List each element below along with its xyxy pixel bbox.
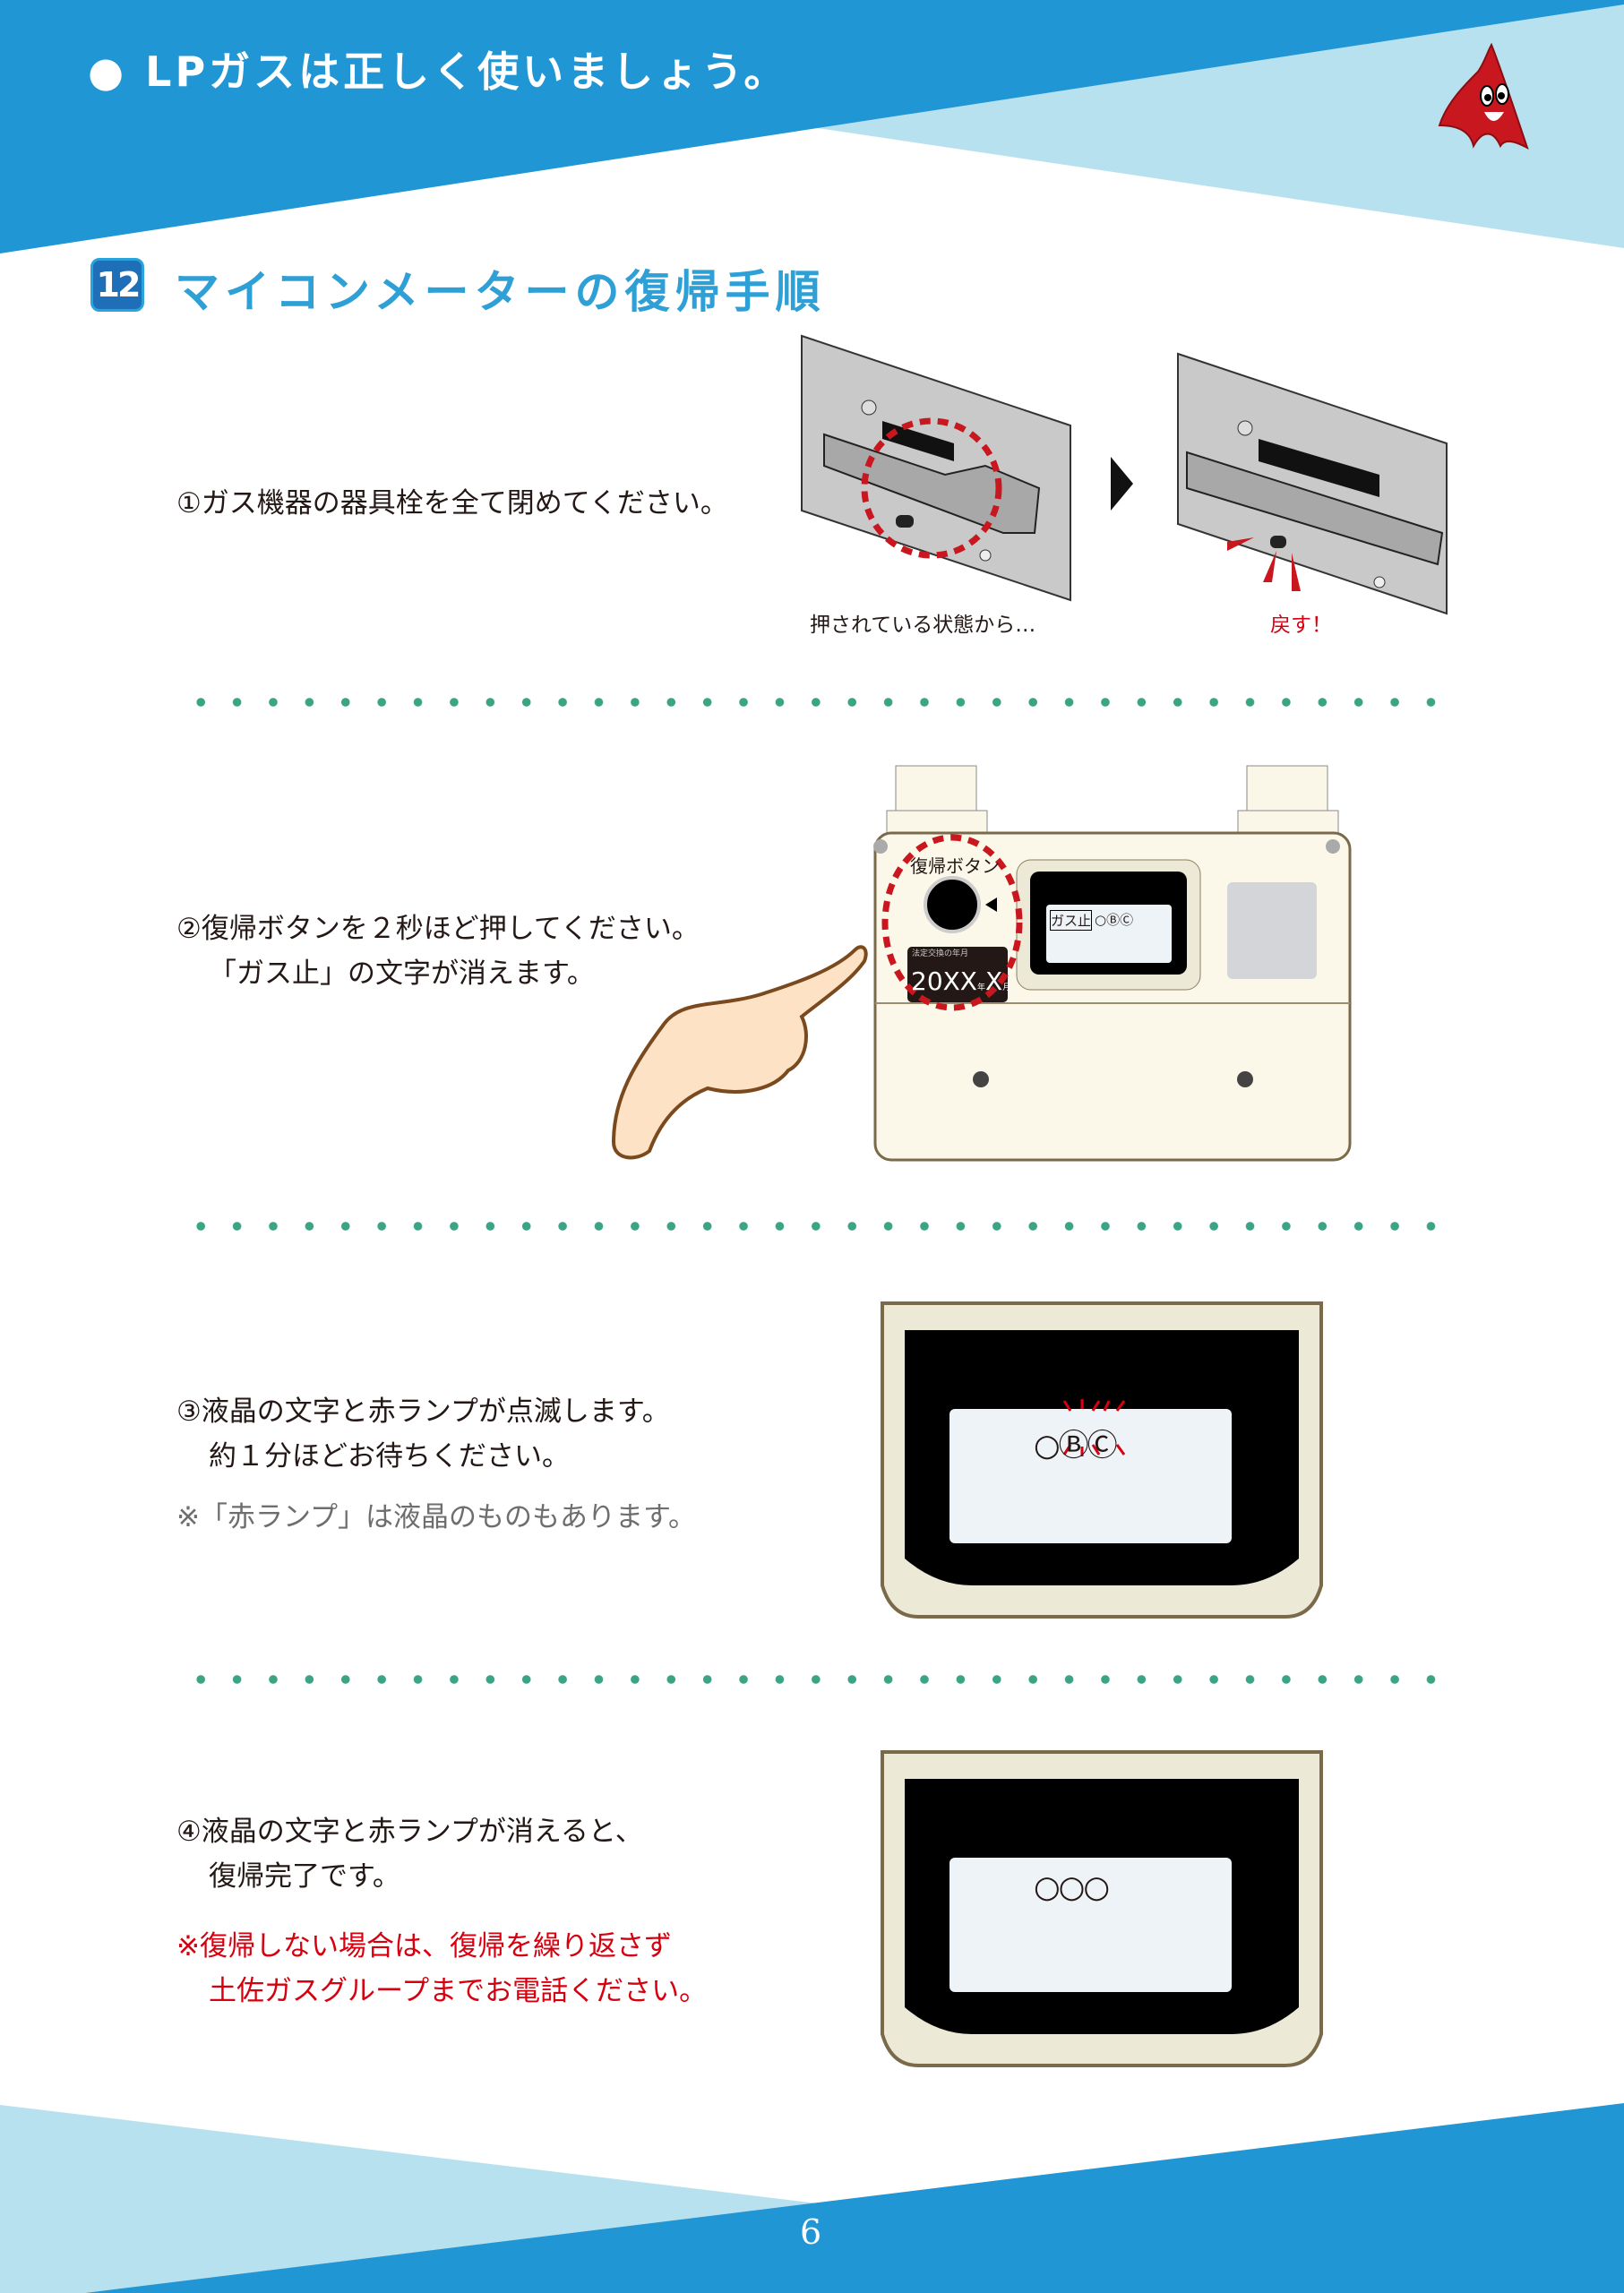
step-3-note: ※「赤ランプ」は液晶のものもあります。 — [176, 1501, 696, 1533]
mascot-icon — [1438, 42, 1529, 150]
reset-button-label: 復帰ボタン — [910, 855, 1000, 877]
plate-month-value: X — [985, 966, 1003, 996]
lcd-display-cleared — [881, 1750, 1323, 2067]
section-number-badge: 12 — [90, 258, 144, 312]
step-2-line: 「ガス止」の文字が消えます。 — [209, 958, 595, 990]
step-3-line: 約１分ほどお待ちください。 — [209, 1440, 570, 1473]
step-3-text: ③液晶の文字と赤ランプが点滅します。 約１分ほどお待ちください。 ※「赤ランプ」… — [176, 1389, 696, 1540]
meter-lcd: ガス止 ○ⒷⒸ — [1050, 910, 1133, 931]
caption-restore: 戻す！ — [1270, 614, 1332, 637]
step-3-line: ③液晶の文字と赤ランプが点滅します。 — [176, 1396, 670, 1428]
lcd-symbols: ○ⒷⒸ — [1095, 912, 1134, 928]
dotted-divider — [183, 1222, 1451, 1231]
step-2-text: ②復帰ボタンを２秒ほど押してください。 「ガス止」の文字が消えます。 — [176, 906, 700, 996]
valve-panel-pressed — [801, 334, 1071, 602]
dotted-divider — [183, 698, 1451, 707]
replacement-date: 20XX年X月 — [911, 969, 1010, 1001]
valve-illustration — [801, 334, 1448, 615]
header-title: ● LPガスは正しく使いましょう。 — [88, 47, 789, 96]
plate-label: 法定交換の年月 — [912, 949, 969, 958]
dotted-divider — [183, 1675, 1451, 1684]
pointing-hand-icon — [611, 945, 868, 1160]
step-1-line: ①ガス機器の器具栓を全て閉めてください。 — [176, 487, 728, 520]
step-1-text: ①ガス機器の器具栓を全て閉めてください。 — [176, 481, 728, 526]
step-4-line: 復帰完了です。 — [209, 1860, 400, 1893]
page-number: 6 — [800, 2212, 822, 2252]
caption-pressed: 押されている状態から… — [810, 614, 1036, 637]
plate-year-value: 20XX — [911, 966, 977, 996]
step-2-line: ②復帰ボタンを２秒ほど押してください。 — [176, 913, 700, 945]
lcd-gas-stop: ガス止 — [1050, 910, 1093, 931]
lcd-display-blinking — [881, 1301, 1323, 1619]
plate-month-unit: 月 — [1002, 983, 1011, 992]
gas-meter-illustration — [611, 765, 1352, 1162]
valve-panel-restored — [1177, 352, 1448, 615]
lcd-symbols: ○ⒷⒸ — [1034, 1428, 1118, 1464]
step-4-note: ※復帰しない場合は、復帰を繰り返さず — [176, 1930, 672, 1962]
section-title: マイコンメーターの復帰手順 — [175, 266, 826, 318]
step-4-line: ④液晶の文字と赤ランプが消えると、 — [176, 1816, 643, 1848]
plate-year-unit: 年 — [977, 983, 986, 992]
lcd-symbols: ○○○ — [1034, 1869, 1110, 1905]
arrow-right-icon — [1111, 457, 1133, 511]
step-4-note: 土佐ガスグループまでお電話ください。 — [209, 1975, 708, 2007]
step-4-text: ④液晶の文字と赤ランプが消えると、 復帰完了です。 ※復帰しない場合は、復帰を繰… — [176, 1809, 707, 2014]
